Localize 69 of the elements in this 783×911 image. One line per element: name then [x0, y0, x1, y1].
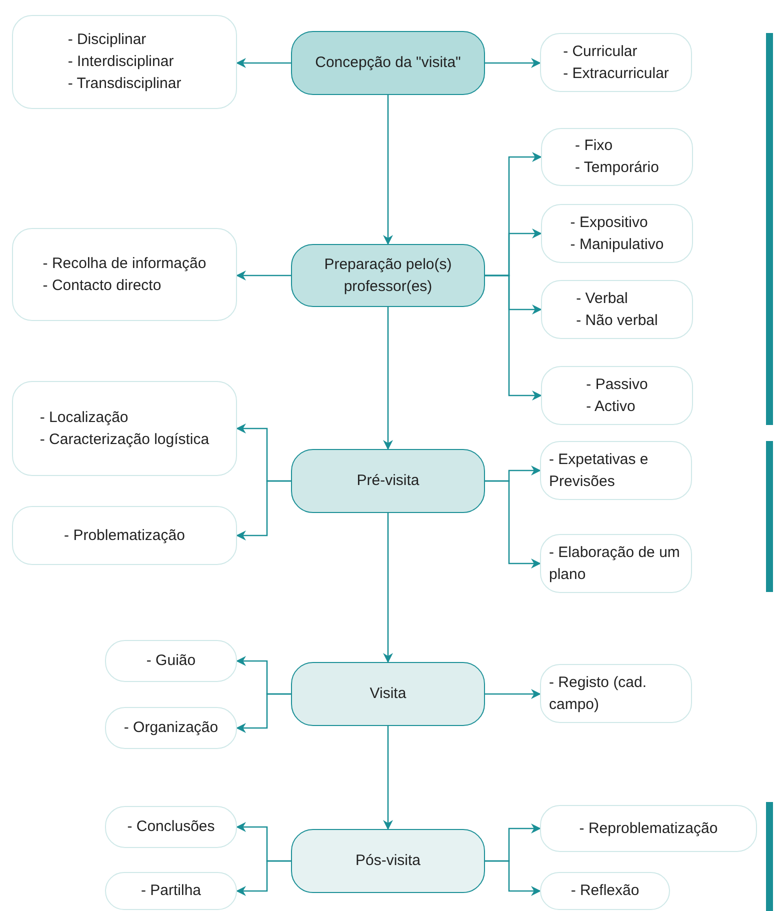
topic-box: [540, 534, 692, 593]
stage-box: [291, 829, 485, 893]
arrow: [485, 274, 542, 400]
topic-box: [105, 872, 237, 910]
stage-box: [291, 31, 485, 95]
topic-item: - Expetativas e Previsões: [549, 450, 650, 492]
topic-box: [105, 640, 237, 682]
arrow: [383, 726, 393, 830]
topic-box: [541, 366, 693, 425]
topic-item: - Conclusões: [127, 817, 215, 837]
topic-item: - Não verbal: [576, 310, 658, 330]
topic-item: - Reproblematização: [579, 818, 718, 838]
topic-box: [12, 15, 237, 109]
arrow: [236, 860, 291, 896]
arrow: [485, 58, 541, 68]
topic-box: [540, 441, 692, 500]
stage-box: [291, 662, 485, 726]
topic-box: [540, 33, 692, 92]
topic-item: - Activo: [586, 396, 636, 416]
topic-item: - Contacto directo: [42, 276, 162, 296]
topic-item: - Curricular: [563, 42, 638, 62]
stage-label: Concepção da "visita": [315, 53, 461, 73]
stage-label: Preparação pelo(s) professor(es): [323, 254, 453, 296]
stage-label: Visita: [370, 684, 406, 704]
topic-item: - Temporário: [575, 158, 659, 178]
topic-item: - Manipulativo: [570, 234, 664, 254]
arrow: [236, 58, 291, 68]
topic-item: - Passivo: [586, 374, 648, 394]
topic-box: [540, 664, 692, 723]
arrow: [485, 860, 541, 896]
topic-box: [541, 204, 693, 263]
stage-box: [291, 449, 485, 513]
topic-box: [540, 872, 670, 910]
topic-box: [12, 506, 237, 565]
stage-label: Pós-visita: [355, 851, 421, 871]
topic-item: - Interdisciplinar: [68, 52, 174, 72]
topic-box: [541, 128, 693, 186]
arrow: [485, 689, 541, 699]
topic-box: [12, 381, 237, 476]
topic-item: - Recolha de informação: [42, 254, 206, 274]
topic-box: [105, 806, 237, 848]
topic-item: - Partilha: [140, 881, 202, 901]
topic-item: - Guião: [146, 651, 196, 671]
topic-box: [541, 280, 693, 339]
topic-item: - Extracurricular: [563, 64, 669, 84]
topic-box: [540, 805, 757, 852]
topic-item: - Expositivo: [570, 212, 648, 232]
topic-item: - Problematização: [64, 526, 185, 546]
topic-item: - Reflexão: [570, 881, 640, 901]
topic-item: - Caracterização logística: [40, 430, 210, 450]
stage-box: [291, 244, 485, 307]
topic-box: [12, 228, 237, 321]
arrow: [383, 95, 393, 245]
arrow: [236, 693, 291, 733]
arrow: [485, 480, 541, 568]
topic-item: - Fixo: [575, 136, 613, 156]
topic-box: [105, 707, 237, 749]
topic-item: - Localização: [40, 408, 128, 428]
topic-item: - Organização: [124, 718, 218, 738]
topic-item: - Verbal: [576, 288, 628, 308]
arrow: [383, 513, 393, 663]
topic-item: - Transdisciplinar: [68, 74, 182, 94]
arrow: [383, 307, 393, 450]
arrow: [236, 270, 291, 280]
topic-item: - Disciplinar: [68, 30, 146, 50]
arrow: [236, 480, 291, 540]
topic-item: - Elaboração de um plano: [549, 542, 681, 584]
topic-item: - Registo (cad. campo): [549, 672, 648, 714]
stage-label: Pré-visita: [356, 471, 420, 491]
